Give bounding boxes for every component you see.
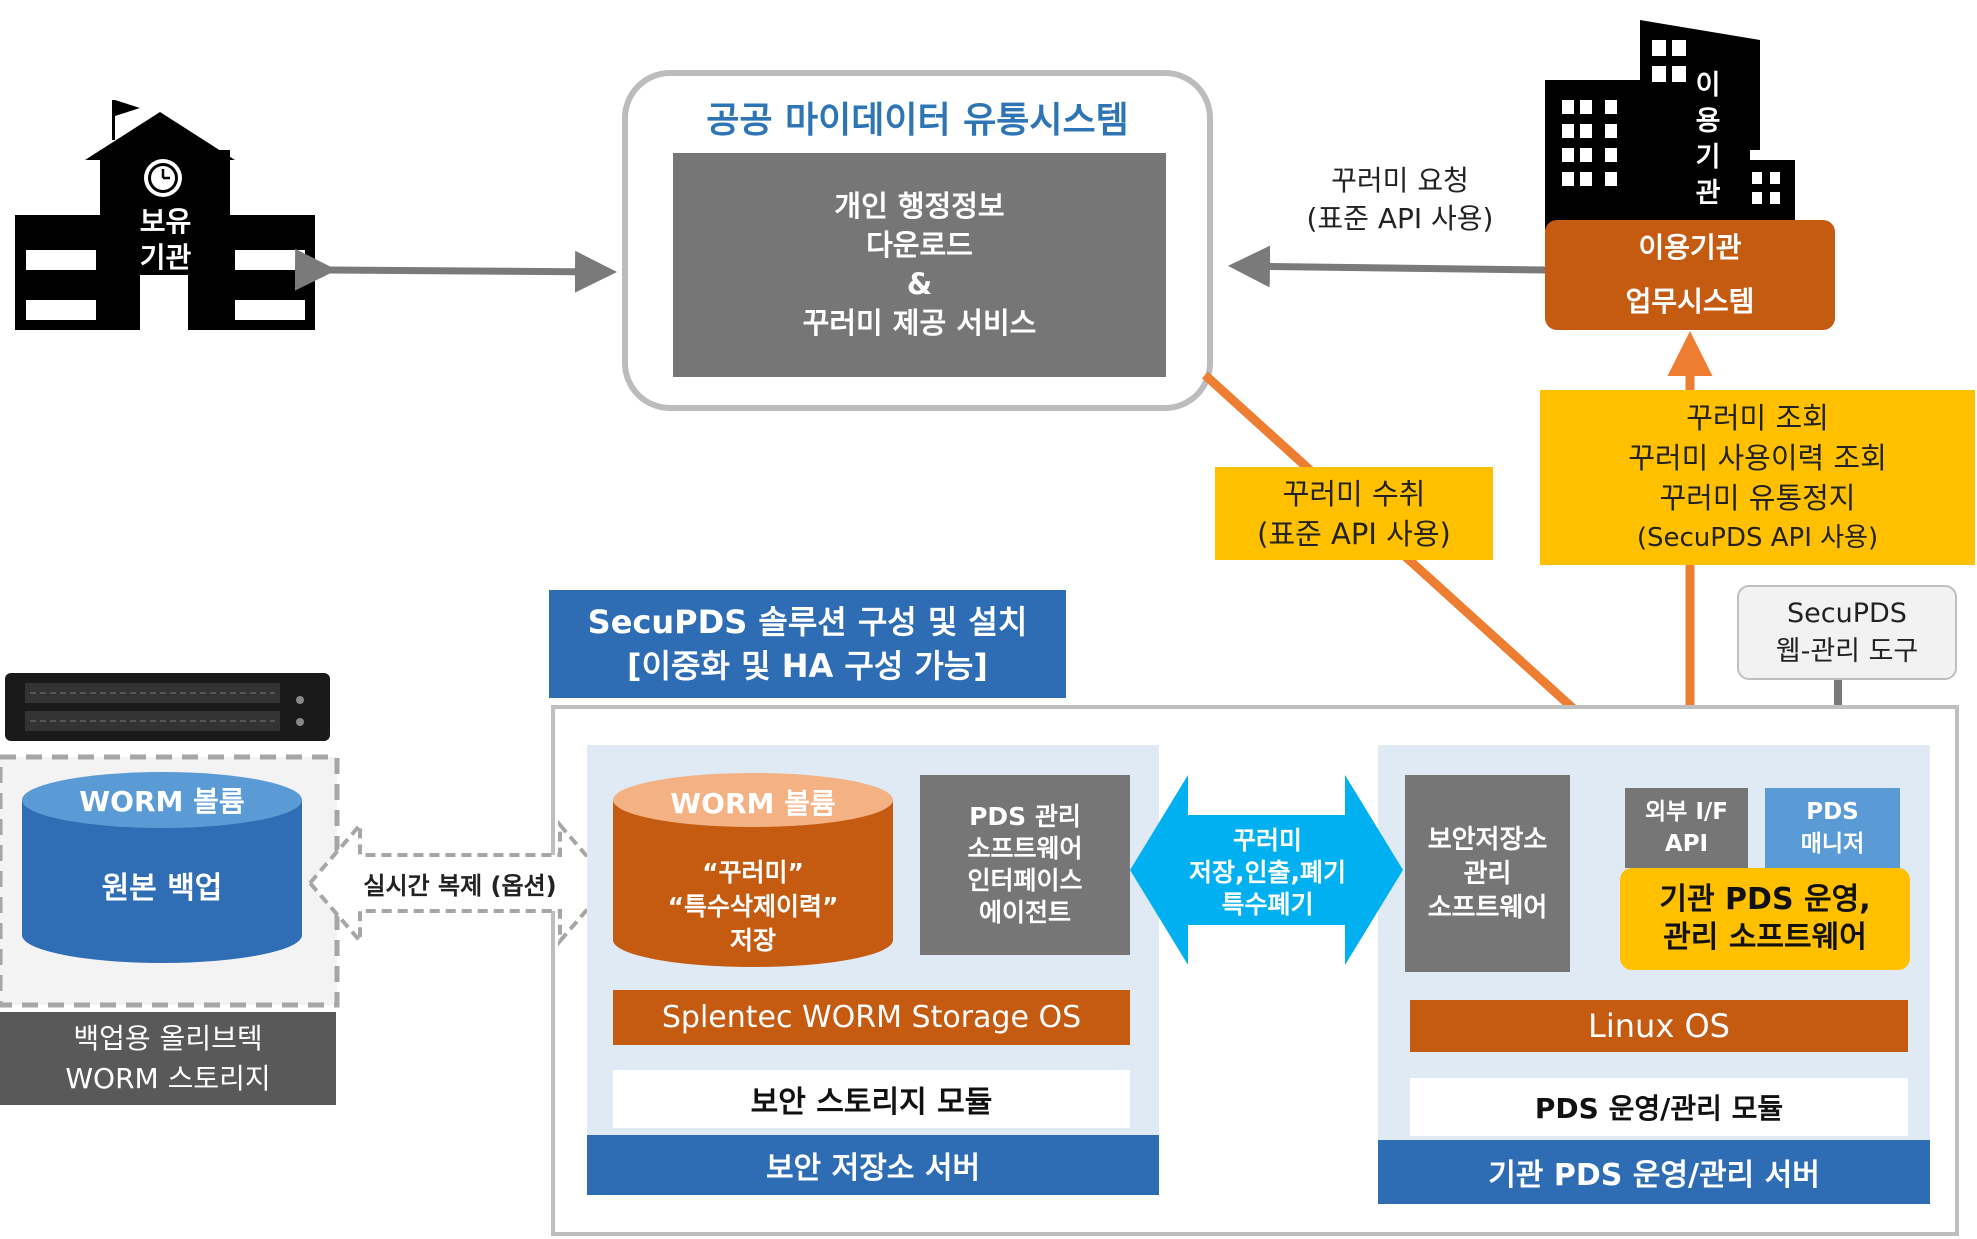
office-building-icon <box>1545 20 1795 230</box>
replication-arrow <box>307 819 613 947</box>
user-business-system: 이용기관 업무시스템 <box>1545 220 1835 330</box>
worm-volume-body: “꾸러미” “특수삭제이력” 저장 <box>667 858 839 955</box>
backup-volume-title: WORM 볼륨 <box>79 785 245 818</box>
solution-banner: SecuPDS 솔루션 구성 및 설치 [이중화 및 HA 구성 가능] <box>549 590 1066 698</box>
secure-storage-module: 보안 스토리지 모듈 <box>613 1070 1130 1128</box>
holding-org-label: 보유 기관 <box>139 205 192 274</box>
pds-ops-software: 기관 PDS 운영, 관리 소프트웨어 <box>1620 868 1910 970</box>
storage-mgmt-software: 보안저장소 관리 소프트웨어 <box>1405 775 1570 972</box>
holding-exchange-arrow <box>294 248 617 293</box>
school-building-icon <box>15 100 315 330</box>
worm-volume-title: WORM 볼륨 <box>670 787 836 820</box>
query-label: 꾸러미 조회 꾸러미 사용이력 조회 꾸러미 유통정지 (SecuPDS API… <box>1540 390 1975 565</box>
request-arrow <box>1228 245 1546 288</box>
exchange-label: 꾸러미 저장,인출,폐기 특수폐기 <box>1189 825 1346 919</box>
pds-agent-box: PDS 관리 소프트웨어 인터페이스 에이전트 <box>920 775 1130 955</box>
worm-volume-cylinder <box>613 773 893 967</box>
backup-volume-body: 원본 백업 <box>101 871 223 906</box>
pds-manager: PDS 매니저 <box>1765 788 1900 868</box>
public-system-title: 공공 마이데이터 유통시스템 <box>706 100 1129 141</box>
replication-label: 실시간 복제 (옵션) <box>363 871 557 900</box>
web-admin-tool[interactable]: SecuPDS 웹-관리 도구 <box>1737 585 1957 680</box>
linux-os-bar: Linux OS <box>1410 1000 1908 1052</box>
user-org-label: 이 용 기 관 <box>1695 70 1721 209</box>
request-label: 꾸러미 요청 (표준 API 사용) <box>1306 164 1494 235</box>
collect-arrow <box>1201 371 1637 767</box>
public-system-service-box: 개인 행정정보 다운로드 & 꾸러미 제공 서비스 <box>673 153 1166 377</box>
backup-cylinder <box>22 772 302 963</box>
rack-server-icon <box>5 673 330 741</box>
pds-server-footer: 기관 PDS 운영/관리 서버 <box>1378 1140 1930 1204</box>
pds-ops-module: PDS 운영/관리 모듈 <box>1410 1078 1908 1136</box>
secure-server-footer: 보안 저장소 서버 <box>587 1135 1159 1195</box>
exchange-arrow <box>1130 775 1403 965</box>
external-if-api: 외부 I/F API <box>1625 788 1748 868</box>
secure-os-bar: Splentec WORM Storage OS <box>613 990 1130 1045</box>
collect-label: 꾸러미 수취 (표준 API 사용) <box>1215 467 1493 560</box>
backup-caption: 백업용 올리브텍 WORM 스토리지 <box>0 1012 336 1105</box>
